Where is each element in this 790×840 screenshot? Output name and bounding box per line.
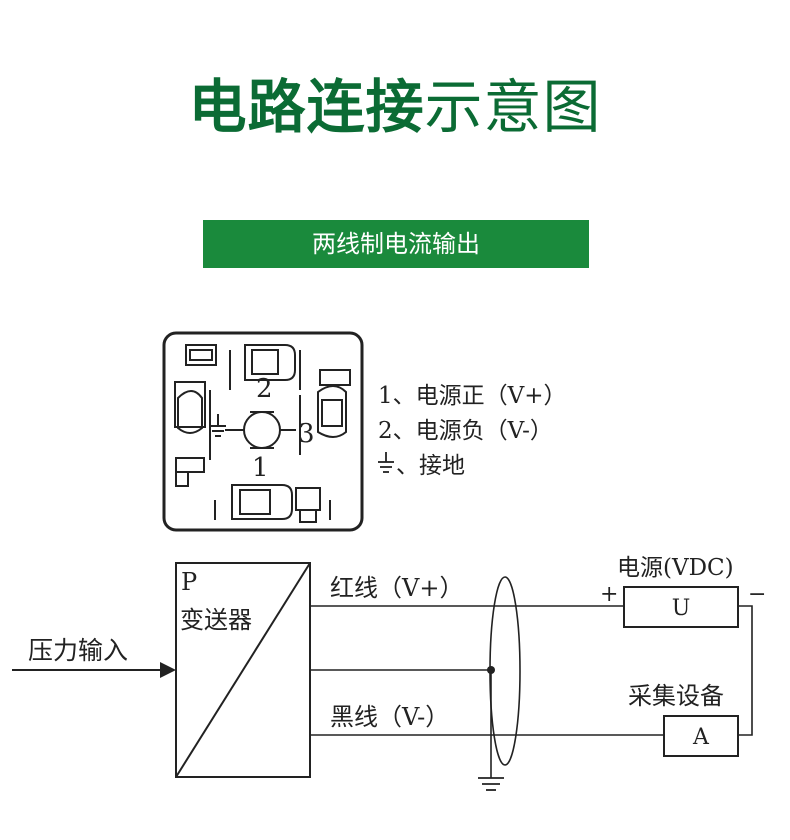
section-banner: 两线制电流输出 <box>203 220 589 268</box>
page-title: 电路连接示意图 <box>0 72 790 142</box>
terminal-number-1: 1 <box>252 453 269 483</box>
acquisition-device-box <box>663 715 739 757</box>
terminal-number-3: 3 <box>298 419 315 449</box>
power-minus-sign: − <box>748 582 766 607</box>
power-plus-sign: + <box>600 582 618 607</box>
shield-junction-dot <box>487 666 495 674</box>
power-supply-label: 电源(VDC) <box>617 555 734 581</box>
red-wire-label: 红线（V+） <box>330 574 463 602</box>
acquisition-device-symbol: A <box>692 725 710 750</box>
transmitter-name: 变送器 <box>180 606 252 634</box>
terminal-block <box>162 331 364 532</box>
legend-item-1: 1、电源正（V+） <box>378 383 567 409</box>
terminal-number-2: 2 <box>256 374 273 404</box>
legend-item-2: 2、电源负（V-） <box>378 418 553 444</box>
black-wire-label: 黑线（V-） <box>330 703 449 731</box>
transmitter-p-label: P <box>181 568 197 596</box>
title-light: 示意图 <box>424 73 602 141</box>
power-supply-symbol: U <box>672 596 691 621</box>
power-supply-box <box>623 586 739 628</box>
legend-item-3: 、接地 <box>396 453 465 479</box>
title-bold: 电路连接 <box>188 73 425 141</box>
terminal-ground-symbol <box>210 414 226 437</box>
legend-ground-icon <box>378 452 394 473</box>
pressure-input-arrowhead <box>160 662 176 678</box>
ground-symbol <box>478 777 504 791</box>
pressure-input-label: 压力输入 <box>28 636 128 665</box>
acquisition-device-label: 采集设备 <box>628 682 724 710</box>
